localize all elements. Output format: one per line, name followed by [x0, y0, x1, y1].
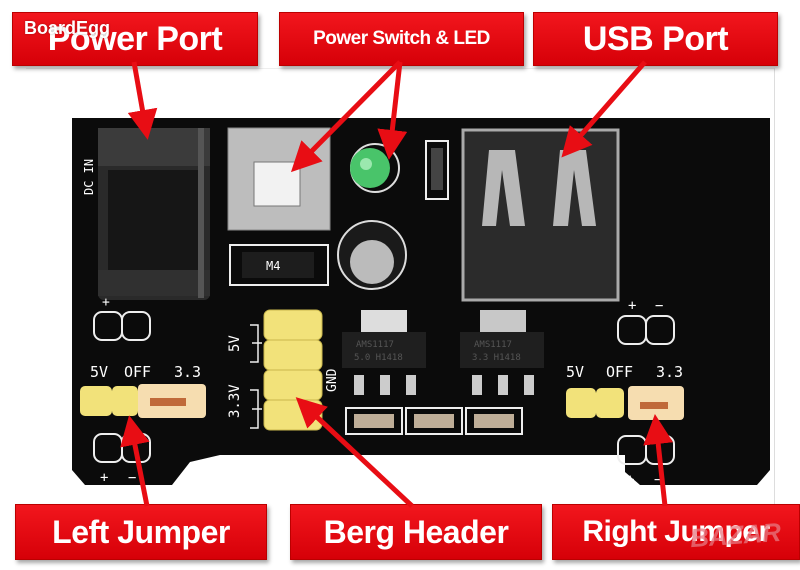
- svg-text:M4: M4: [266, 259, 280, 273]
- header-gnd-label: GND: [325, 368, 340, 392]
- diode-m4: M4: [229, 244, 329, 286]
- right-jumper-33: 3.3: [656, 363, 683, 381]
- dc-in-label: DC IN: [82, 159, 96, 195]
- left-jumper-off: OFF: [124, 363, 151, 381]
- svg-text:AMS1117: AMS1117: [356, 340, 394, 350]
- regulator-5v: AMS1117 5.0 H1418: [342, 310, 426, 395]
- svg-text:−: −: [654, 472, 662, 488]
- svg-text:3.3 H1418: 3.3 H1418: [472, 353, 521, 363]
- header-33v-label: 3.3V: [227, 384, 243, 418]
- label-power-port: Power Port: [12, 12, 258, 66]
- label-right-jumper: Right Jumper: [552, 504, 800, 560]
- site-watermark: BAZAR: [689, 516, 782, 554]
- header-5v-label: 5V: [227, 335, 243, 352]
- label-power-switch-led: Power Switch & LED: [279, 12, 524, 66]
- smd-resistor: [425, 140, 449, 200]
- left-jumper-33: 3.3: [174, 363, 201, 381]
- right-top-pads: [617, 315, 675, 345]
- svg-text:+: +: [628, 298, 636, 314]
- electrolytic-capacitor: [337, 220, 407, 290]
- label-berg-header: Berg Header: [290, 504, 542, 560]
- regulator-33v: AMS1117 3.3 H1418: [460, 310, 544, 395]
- svg-text:5.0 H1418: 5.0 H1418: [354, 353, 403, 363]
- right-jumper-off: OFF: [606, 363, 633, 381]
- left-jumper-5v: 5V: [90, 363, 108, 381]
- svg-text:−: −: [655, 298, 663, 314]
- dc-barrel-jack: [98, 128, 210, 300]
- usb-a-port: [461, 128, 620, 302]
- label-usb-port: USB Port: [533, 12, 778, 66]
- svg-text:+: +: [100, 470, 108, 486]
- svg-text:+: +: [626, 472, 634, 488]
- label-left-jumper: Left Jumper: [15, 504, 267, 560]
- svg-text:+: +: [102, 295, 110, 310]
- right-jumper-header: [566, 386, 684, 420]
- right-jumper-5v: 5V: [566, 363, 584, 381]
- brand-watermark: BoardEgg: [24, 18, 111, 38]
- power-switch: [227, 127, 331, 231]
- svg-text:−: −: [128, 470, 136, 486]
- left-top-pads: [93, 311, 151, 341]
- svg-text:AMS1117: AMS1117: [474, 340, 512, 350]
- left-jumper-header: [80, 384, 206, 418]
- berg-header: [263, 309, 323, 431]
